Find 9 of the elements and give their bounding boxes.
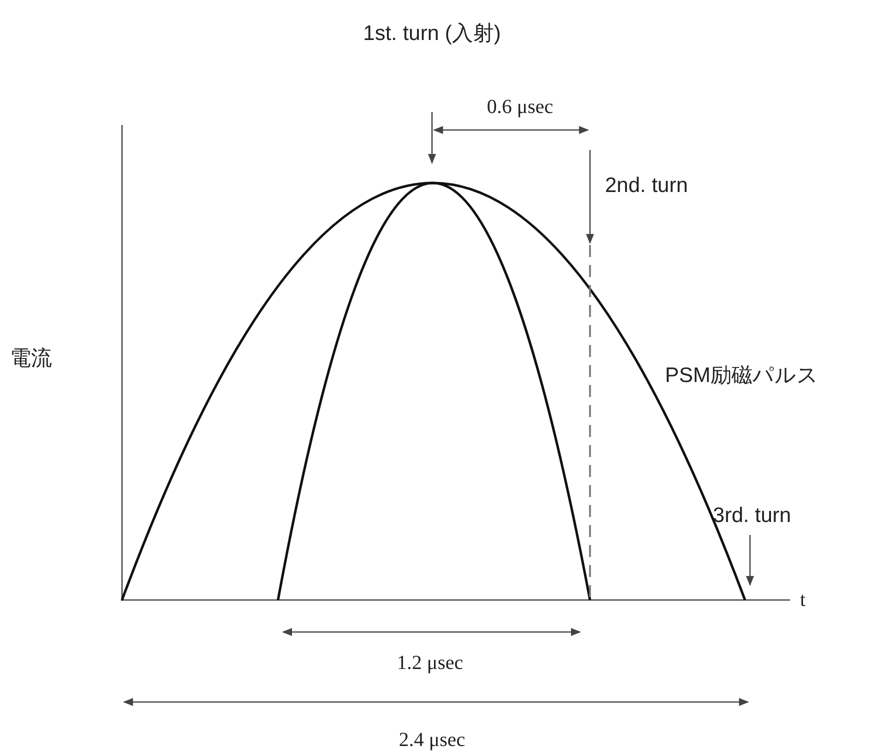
axis-label: 電流 — [10, 346, 52, 372]
dimension-label: 2.4 μsec — [398, 728, 466, 753]
dimension-label: 1.2 μsec — [396, 651, 464, 676]
axis-label: t — [800, 588, 806, 613]
arrow-label: 2nd. turn — [605, 173, 688, 199]
curve-label: PSM励磁パルス — [665, 363, 819, 389]
arrow-label: 1st. turn (入射) — [363, 21, 501, 47]
arrow-label: 3rd. turn — [712, 503, 792, 529]
dimension-label: 0.6 μsec — [486, 95, 554, 120]
